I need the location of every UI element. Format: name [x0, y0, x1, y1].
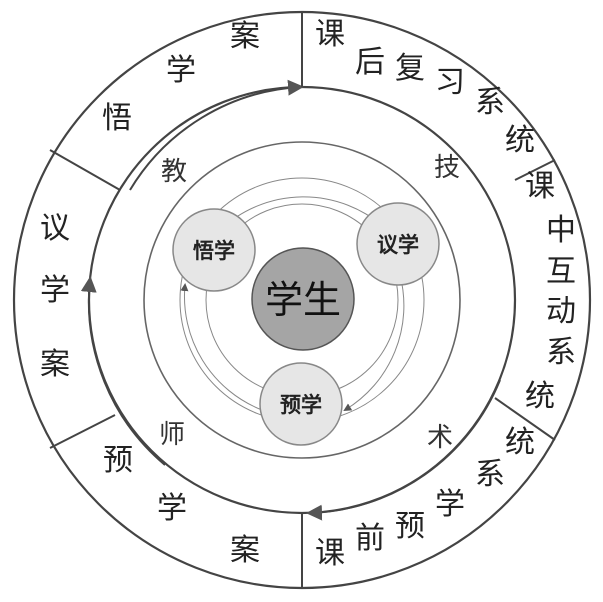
bubble-yixue: 议学	[356, 202, 440, 286]
bubble-wuxue: 悟学	[172, 208, 256, 292]
outer-segment-char: 课	[525, 169, 555, 204]
outer-segment-char: 预	[103, 443, 133, 478]
cycle-arrow-top	[129, 79, 304, 191]
outer-segment-char: 动	[546, 294, 576, 329]
middle-ring-labels: 教 技 术 师	[159, 153, 460, 453]
outer-segment-char: 预	[395, 509, 425, 544]
bubble-yuxue: 预学	[259, 362, 343, 446]
cycle-arrow-bottom	[306, 379, 501, 521]
outer-segment-review: 课后复习系统	[315, 17, 535, 158]
divider-upper-right	[514, 159, 556, 181]
divider-lower-left	[49, 414, 116, 449]
outer-segment-char: 案	[230, 533, 260, 568]
outer-segment-char: 课	[315, 17, 345, 52]
middle-char-ji: 技	[434, 153, 460, 183]
outer-segment-char: 习	[435, 65, 465, 100]
outer-segment-char: 统	[505, 425, 535, 460]
outer-segment-char: 前	[355, 521, 385, 556]
outer-segment-char: 后	[355, 45, 385, 80]
guide-arrow-left	[180, 283, 263, 411]
outer-segment-yuxuean: 预学案	[103, 443, 260, 568]
outer-segment-char: 复	[395, 51, 425, 86]
center-student: 学生	[251, 247, 355, 351]
outer-segment-char: 系	[475, 85, 505, 120]
outer-segment-char: 议	[40, 211, 70, 246]
outer-segment-char: 悟	[102, 101, 132, 136]
guide-arrow-right	[343, 274, 405, 412]
outer-segment-char: 案	[230, 19, 260, 54]
cycle-arrow-left	[80, 276, 166, 466]
outer-segment-preview: 课前预学系统	[315, 425, 535, 571]
bubble-label: 悟学	[193, 239, 235, 263]
outer-segment-char: 互	[546, 254, 576, 289]
guide-arrow-top	[219, 196, 387, 231]
divider-lower-right	[494, 397, 556, 441]
outer-segment-char: 系	[475, 457, 505, 492]
middle-char-jiao: 教	[161, 157, 187, 187]
outer-segment-char: 学	[435, 487, 465, 522]
outer-segment-char: 中	[546, 213, 576, 248]
outer-segment-char: 学	[166, 53, 196, 88]
outer-segment-yixuean: 议学案	[40, 211, 70, 382]
bubble-label: 预学	[280, 393, 322, 417]
outer-segment-char: 学	[157, 491, 187, 526]
middle-char-shi: 师	[159, 420, 185, 450]
outer-segment-char: 系	[546, 335, 576, 370]
outer-segment-char: 课	[315, 536, 345, 571]
divider-upper-left	[49, 149, 121, 191]
bubble-label: 议学	[377, 233, 419, 257]
outer-segment-char: 案	[40, 347, 70, 382]
center-label: 学生	[265, 278, 341, 322]
outer-segment-char: 统	[525, 379, 555, 414]
outer-ring-labels: 课后复习系统课中互动系统课前预学系统预学案议学案悟学案	[40, 17, 576, 571]
outer-segment-char: 学	[40, 273, 70, 308]
middle-char-shu: 术	[427, 423, 453, 453]
inner-ring	[143, 141, 461, 459]
outer-segment-wuxuean: 悟学案	[102, 19, 260, 136]
outer-segment-char: 统	[505, 123, 535, 158]
